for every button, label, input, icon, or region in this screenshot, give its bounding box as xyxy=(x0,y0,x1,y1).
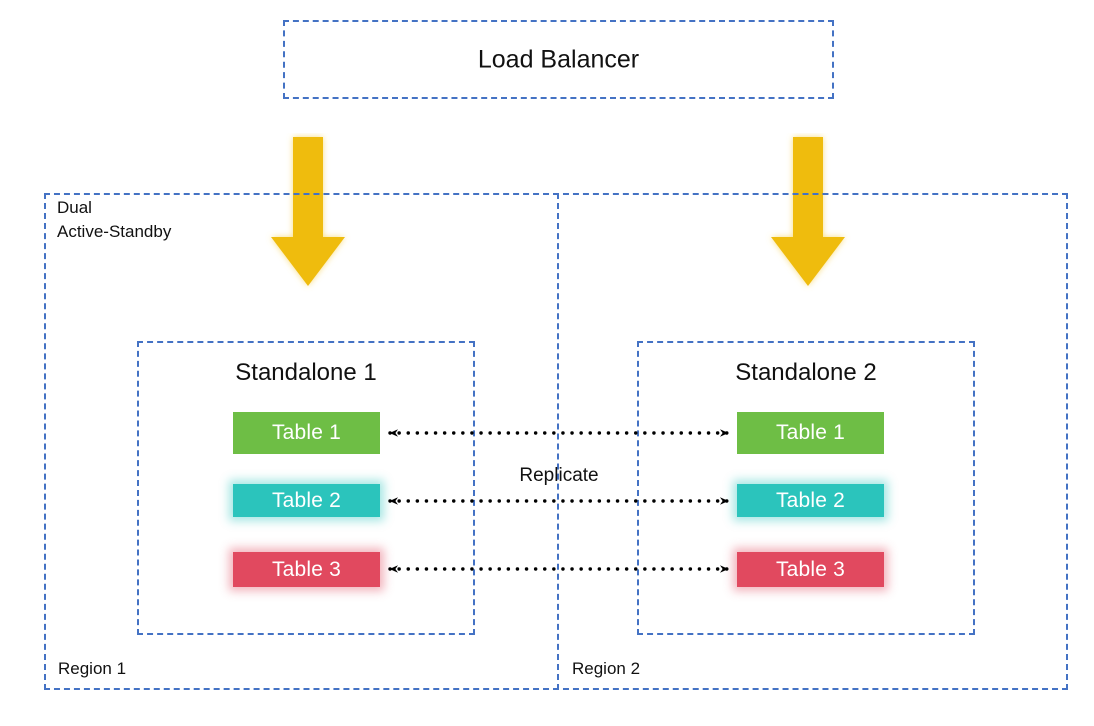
standalone-1-title: Standalone 1 xyxy=(235,359,377,386)
traffic-down-arrow-icon-right xyxy=(765,133,851,293)
region-1-label: Region 1 xyxy=(58,659,127,678)
dual-active-standby-region-box xyxy=(44,193,1068,690)
standalone-2-table-3: Table 3 xyxy=(737,552,884,587)
standalone-2-table-1: Table 1 xyxy=(737,412,884,454)
region-2-label: Region 2 xyxy=(572,659,641,678)
replicate-label: Replicate xyxy=(519,465,599,486)
region-divider-line xyxy=(557,193,559,690)
standalone-2-title: Standalone 2 xyxy=(735,359,877,386)
replication-arrow-table-3 xyxy=(378,557,740,581)
dual-active-standby-label: Dual Active-Standby xyxy=(57,198,172,242)
standalone-1-table-1: Table 1 xyxy=(233,412,380,454)
load-balancer-label: Load Balancer xyxy=(477,44,640,73)
traffic-down-arrow-icon-left xyxy=(265,133,351,293)
standalone-2-table-2: Table 2 xyxy=(737,484,884,517)
load-balancer-box: Load Balancer xyxy=(283,20,834,99)
standalone-2-box: Standalone 2 xyxy=(637,341,975,635)
standalone-1-table-2: Table 2 xyxy=(233,484,380,517)
replication-arrow-table-2 xyxy=(378,489,740,513)
replication-arrow-table-1 xyxy=(378,421,740,445)
standalone-1-table-3: Table 3 xyxy=(233,552,380,587)
standalone-1-box: Standalone 1 xyxy=(137,341,475,635)
